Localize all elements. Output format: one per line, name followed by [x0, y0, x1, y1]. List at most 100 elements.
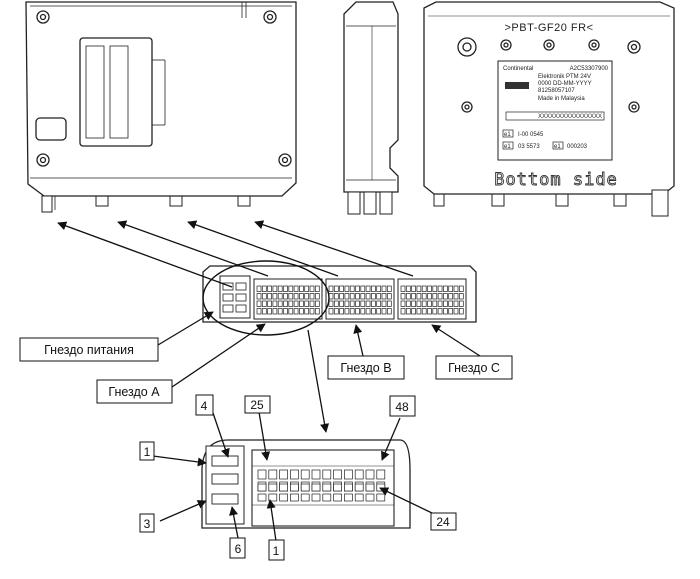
pin-cavity — [290, 469, 299, 480]
pin-cavity — [421, 293, 427, 300]
pin-cavity — [405, 308, 411, 315]
pin-cavity — [314, 293, 320, 300]
pin-cavity — [299, 300, 304, 307]
leader-pin-25 — [258, 411, 271, 461]
pin-cavity — [354, 469, 364, 480]
pin-cavity — [365, 469, 375, 480]
pin-cavity — [371, 300, 376, 307]
pin-cavity — [256, 285, 262, 292]
pin-cavity — [339, 300, 344, 307]
pin-cavity — [365, 308, 371, 315]
pin-cavity — [277, 293, 283, 300]
pin-cavity — [453, 285, 459, 292]
pin-cavity — [381, 308, 387, 315]
module-part-id: >PBT-GF20 FR< — [504, 22, 593, 34]
pin-cavity — [299, 293, 304, 300]
pin-cavity — [371, 285, 376, 292]
pin-cavity — [304, 285, 310, 292]
pin-cavity — [290, 483, 299, 492]
pin-cavity — [314, 300, 320, 307]
pin-label-4-power: 4 — [201, 399, 208, 413]
pin-cavity — [314, 285, 320, 292]
pin-cavity — [257, 483, 267, 492]
pin-cavity — [309, 300, 315, 307]
pin-cavity — [437, 300, 443, 307]
pin-cavity — [354, 483, 364, 492]
pin-cavity — [300, 493, 310, 502]
pin-cavity — [355, 308, 360, 315]
pin-cavity — [371, 308, 376, 315]
pin-cavity — [421, 308, 427, 315]
pin-cavity — [400, 293, 406, 300]
pin-cavity — [349, 300, 355, 307]
pin-cavity — [376, 469, 386, 480]
pin-cavity — [365, 293, 371, 300]
pin-cavity — [360, 293, 366, 300]
pin-cavity — [355, 293, 360, 300]
module-side-view — [343, 1, 399, 215]
pin-cavity — [432, 293, 438, 300]
module-slot — [35, 117, 67, 141]
pin-cavity — [355, 285, 360, 292]
pin-cavity — [311, 493, 321, 502]
pin-cavity — [333, 483, 342, 492]
pin-cavity — [411, 293, 416, 300]
pin-cavity — [322, 469, 332, 480]
nameplate-cert-1: I-00 0545 — [518, 132, 544, 138]
pin-cavity — [365, 493, 375, 502]
pin-cavity — [279, 469, 288, 480]
pin-cavity — [283, 285, 288, 292]
pin-cavity — [448, 300, 454, 307]
pin-cavity — [283, 308, 288, 315]
cert-mark: e1 — [554, 144, 561, 150]
connector-detail — [201, 439, 411, 529]
pin-cavity — [261, 293, 267, 300]
pin-cavity — [437, 308, 443, 315]
nameplate-date: 0000 DD-MM-YYYY — [538, 81, 592, 87]
pin-cavity — [333, 285, 339, 292]
pin-cavity — [333, 469, 342, 480]
pin-cavity — [261, 300, 267, 307]
pin-cavity — [283, 300, 288, 307]
pin-cavity — [309, 308, 315, 315]
pin-cavity — [437, 285, 443, 292]
brand-logo — [505, 82, 529, 89]
pin-cavity — [437, 293, 443, 300]
leader-socket-b — [353, 324, 364, 357]
pin-cavity — [322, 493, 332, 502]
pin-cavity — [268, 493, 278, 502]
pin-cavity — [267, 300, 272, 307]
pin-label-25: 25 — [250, 398, 264, 412]
pin-cavity — [432, 300, 438, 307]
pin-cavity — [458, 308, 464, 315]
pin-cavity — [344, 308, 350, 315]
pin-cavity — [381, 285, 387, 292]
pin-cavity — [344, 293, 350, 300]
leader-socket-c — [431, 324, 481, 357]
pin-cavity — [339, 293, 344, 300]
pin-cavity — [314, 308, 320, 315]
pin-cavity — [344, 483, 353, 492]
pin-cavity — [344, 469, 353, 480]
pin-cavity — [411, 285, 416, 292]
leader-pin-48 — [381, 417, 401, 461]
pin-cavity — [416, 293, 422, 300]
pin-cavity — [432, 308, 438, 315]
pin-cavity — [427, 293, 432, 300]
pin-cavity — [405, 293, 411, 300]
pin-cavity — [311, 483, 321, 492]
pin-cavity — [344, 300, 350, 307]
pin-cavity — [349, 308, 355, 315]
pin-cavity — [333, 308, 339, 315]
pin-cavity — [376, 308, 382, 315]
leader-pin-1 — [152, 455, 207, 467]
pin-label-1-socket: 1 — [273, 544, 280, 558]
pin-cavity — [339, 308, 344, 315]
leader-pin-4 — [212, 412, 230, 458]
pin-cavity — [304, 308, 310, 315]
pin-cavity — [360, 300, 366, 307]
pin-cavity — [288, 285, 294, 292]
pin-cavity — [283, 293, 288, 300]
leader-socket-a — [171, 323, 266, 388]
